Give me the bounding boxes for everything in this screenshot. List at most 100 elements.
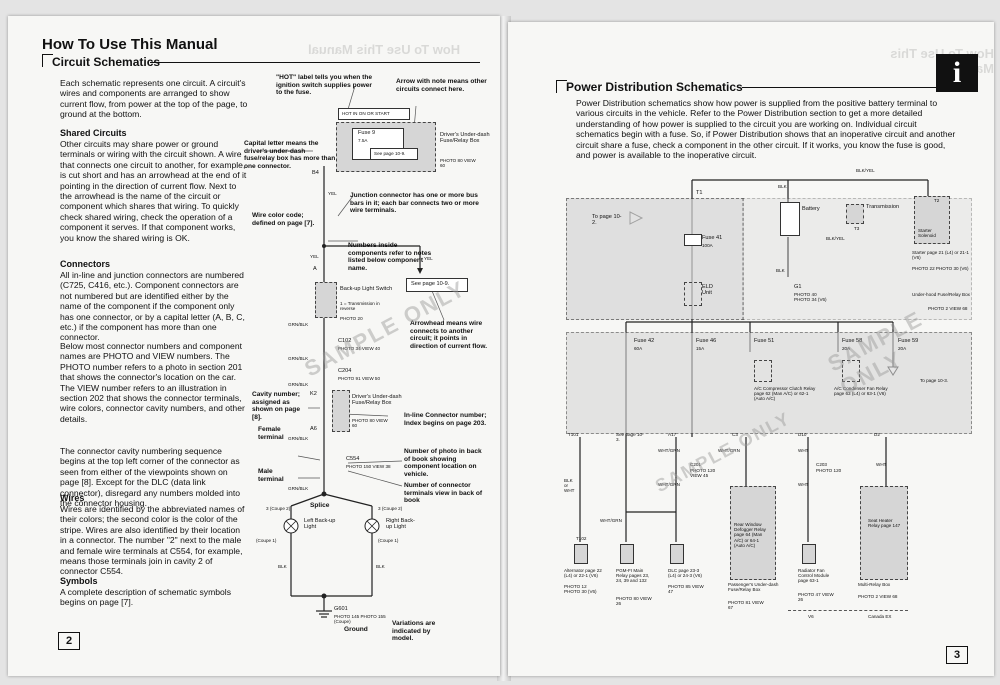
battery-symbol: [780, 202, 800, 236]
pgm-fi-label: PGM-FI Main Relay pages 23, 24, 39 and 1…: [616, 568, 650, 584]
connector-c204: C204: [338, 368, 352, 374]
radiator-fan-photo: PHOTO 47 VIEW 26: [798, 592, 834, 603]
underhood-box-photo: PHOTO 2 VIEW 68: [928, 306, 968, 311]
terminal-a6: A6: [310, 426, 317, 432]
arrow-note-annotation: Arrow with note means other circuits con…: [396, 78, 487, 93]
wire-wht-grn-2: WHT/GRN: [658, 482, 680, 487]
info-icon: i: [936, 54, 978, 92]
wire-wht-grn-3: WHT/GRN: [600, 518, 622, 523]
see-page-10-9-arrow-note: See page 10-9.: [406, 278, 468, 292]
c102-photo: PHOTO 34 VIEW 40: [338, 346, 381, 351]
driver-box-2-symbol: [332, 390, 350, 432]
section-bracket-right: [556, 80, 567, 93]
right-page: How To Use This Manual i Power Distribut…: [508, 22, 994, 676]
shared-circuits-heading: Shared Circuits: [60, 128, 127, 138]
wire-color-annotation: Wire color code; defined on page [7].: [252, 212, 315, 227]
photo-number-annotation: Number of photo in back of book showing …: [404, 448, 482, 478]
connector-c203: C203: [816, 462, 827, 467]
wire-grn-blk-2: GRN/BLK: [288, 356, 309, 361]
rear-defogger-relay-box: [730, 486, 776, 580]
driver-box-photo: PHOTO 80 VIEW 60: [440, 158, 476, 169]
pgm-fi-photo: PHOTO 80 VIEW 26: [616, 596, 652, 607]
underhood-box-label: Under-hood Fuse/Relay Box: [912, 292, 970, 297]
alternator-label: Alternator page 22 (L4) or 22-1 (V6): [564, 568, 602, 579]
driver-box-2-photo: PHOTO 80 VIEW 60: [352, 418, 388, 429]
backup-switch-label: Back-up Light Switch: [340, 286, 393, 292]
wire-blk-yel: BLK/YEL: [856, 168, 875, 173]
shared-circuits-text: Other circuits may share power or ground…: [60, 139, 247, 243]
coupe-1-left: (Coupe 1): [256, 538, 277, 543]
connectors-text-3: The connector cavity numbering sequence …: [60, 446, 241, 509]
backup-switch-photo: PHOTO 20: [340, 316, 363, 321]
terminal-t3: T3: [854, 226, 860, 231]
numbers-inside-annotation: Numbers inside components refer to notes…: [348, 242, 432, 272]
radiator-fan-label: Radiator Fan Control Module page 63-1: [798, 568, 830, 584]
wire-blk-yel-2: BLK/YEL: [826, 236, 845, 241]
connector-view-annotation: Number of connector terminals view in ba…: [404, 482, 483, 505]
female-terminal-annotation: Female terminal: [258, 426, 284, 441]
wire-yel-3: YEL: [424, 256, 433, 261]
fuse-46-amp: 15A: [696, 346, 705, 351]
wire-yel-2: YEL: [310, 254, 319, 259]
terminal-c3: C3: [732, 432, 738, 437]
terminal-t1: T1: [696, 190, 703, 196]
variations-annotation: Variations are indicated by model.: [392, 620, 436, 643]
ac-compressor-relay-symbol: [754, 360, 772, 382]
backup-switch-symbol: [315, 282, 337, 318]
intro-text: Each schematic represents one circuit. A…: [60, 78, 248, 120]
ac-condenser-relay-symbol: [842, 360, 860, 382]
fuse-59-label: Fuse 59: [898, 338, 919, 344]
connectors-text-2: Below most connector numbers and compone…: [60, 341, 245, 424]
cavity-number-annotation: Cavity number; assigned as shown on page…: [252, 391, 300, 421]
ground-annotation: Ground: [344, 626, 368, 633]
wire-grn-blk-4: GRN/BLK: [288, 436, 309, 441]
wire-wht-grn-4: WHT/GRN: [718, 448, 740, 453]
g1-photo: PHOTO 40 PHOTO 34 (V6): [794, 292, 827, 303]
fuse-58-amp: 20A: [842, 346, 851, 351]
splice-annotation: Splice: [310, 502, 330, 509]
section-bracket: [42, 54, 53, 67]
hot-label-annotation: "HOT" label tells you when the ignition …: [276, 74, 373, 97]
to-page-10-2: To page 10-2.: [592, 214, 622, 227]
starter-solenoid-label: Starter Solenoid: [918, 228, 936, 239]
left-page: How To Use This Manual How To Use This M…: [8, 16, 500, 676]
variant-v6: V6: [808, 614, 814, 619]
left-backup-light: Left Back-up Light: [304, 518, 336, 531]
alternator-symbol: [574, 544, 588, 564]
transmission-label: Transmission: [866, 204, 900, 210]
junction-annotation: Junction connector has one or more bus b…: [350, 192, 479, 215]
fuse-42-label: Fuse 42: [634, 338, 655, 344]
ac-condenser-relay-label: A/C Condenser Fan Relay page 63 (L4) or …: [834, 386, 888, 397]
radiator-fan-symbol: [802, 544, 816, 564]
terminal-t102: T102: [576, 536, 587, 541]
fuse-46-label: Fuse 46: [696, 338, 717, 344]
fuse-41-label: Fuse 41: [702, 235, 723, 241]
fuse-51-label: Fuse 51: [754, 338, 775, 344]
rear-defogger-relay-label: Rear Window Defogger Relay page 64 (Man …: [734, 522, 766, 548]
wire-blk-2: BLK: [376, 564, 385, 569]
wire-wht-1: WHT: [798, 448, 809, 453]
section-rule: [150, 62, 480, 63]
passenger-box-label: Passenger's Under-dash Fuse/Relay Box: [728, 582, 779, 593]
wire-blk-or-wht: BLK or WHT: [564, 478, 575, 494]
terminal-a17: A17: [668, 432, 677, 437]
ground-g1: G1: [794, 284, 802, 290]
fuse-41-amp: 100A: [702, 243, 713, 248]
left-schematic-wires: [258, 85, 445, 618]
seat-heater-relay-label: Seat Heater Relay page 147: [868, 518, 901, 529]
fuse-9-amp: 7.5A: [358, 138, 368, 143]
coupe-1-right: (Coupe 1): [378, 538, 399, 543]
page-number-right: 3: [946, 646, 968, 664]
connector-a: A: [313, 266, 317, 272]
connector-c554: C554: [346, 456, 360, 462]
wire-grn-blk-5: GRN/BLK: [288, 486, 309, 491]
wire-grn-blk-3: GRN/BLK: [288, 382, 309, 387]
connectors-heading: Connectors: [60, 259, 111, 269]
fuse-9-label: Fuse 9: [358, 130, 376, 136]
capital-letter-annotation: Capital letter means the driver's under-…: [244, 140, 336, 170]
terminal-k2: K2: [310, 391, 317, 397]
ground-g601: G601: [334, 606, 348, 612]
terminal-d10: D10: [798, 432, 807, 437]
wire-blk-1: BLK: [278, 564, 287, 569]
dlc-symbol: [670, 544, 684, 564]
